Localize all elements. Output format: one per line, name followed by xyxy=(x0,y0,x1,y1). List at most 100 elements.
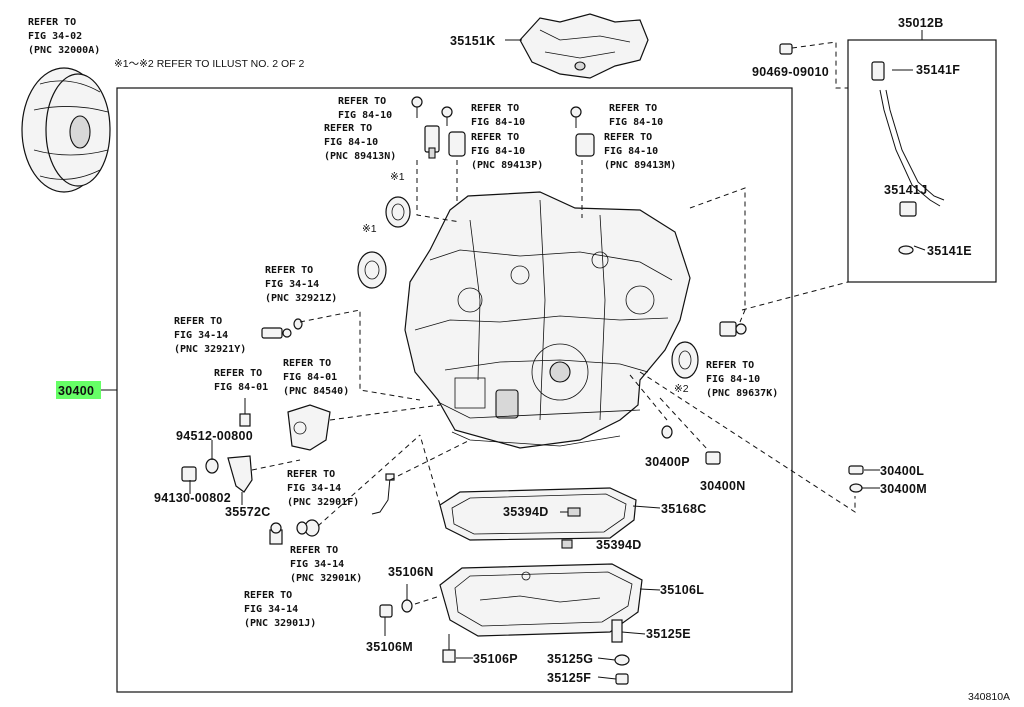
part-label-35141F[interactable]: 35141F xyxy=(916,63,960,77)
bolt-32901J-icon xyxy=(269,522,283,545)
part-label-35141J[interactable]: 35141J xyxy=(884,183,928,197)
diagram-id: 340810A xyxy=(968,691,1010,703)
svg-text:(PNC 32000A): (PNC 32000A) xyxy=(28,45,100,56)
plug-30400N-icon xyxy=(705,451,721,465)
part-label-30400N[interactable]: 30400N xyxy=(700,479,746,493)
part-label-35106L[interactable]: 35106L xyxy=(660,583,704,597)
nut-94130-icon xyxy=(181,466,197,482)
svg-text:FIG 34-02: FIG 34-02 xyxy=(28,31,82,42)
refer-block-1[interactable]: REFER TO FIG 34-02 (PNC 32000A) xyxy=(28,17,100,56)
part-label-94130-00802[interactable]: 94130-00802 xyxy=(154,491,231,505)
refer-block-3[interactable]: REFER TO FIG 84-10 (PNC 89413N) xyxy=(324,123,396,162)
svg-text:REFER TO: REFER TO xyxy=(265,265,313,276)
bolt-35125E-icon xyxy=(611,619,623,643)
part-label-35394D[interactable]: 35394D xyxy=(503,505,549,519)
refer-block-11[interactable]: REFER TO FIG 84-01 xyxy=(214,368,268,393)
svg-text:(PNC 32901K): (PNC 32901K) xyxy=(290,573,362,584)
speed-sensor-m-icon xyxy=(570,106,595,157)
part-label-35572C[interactable]: 35572C xyxy=(225,505,271,519)
union-32901K-icon xyxy=(296,519,320,537)
part-label-35125G[interactable]: 35125G xyxy=(547,652,593,666)
oil-seal-1a-icon xyxy=(385,196,411,228)
refer-block-12[interactable]: REFER TO FIG 84-10 (PNC 89637K) xyxy=(706,360,778,399)
o-ring-32921Z-icon xyxy=(293,318,303,330)
refer-block-7[interactable]: REFER TO FIG 84-10 (PNC 89413M) xyxy=(604,132,676,171)
mark-2: ※2 xyxy=(674,383,689,395)
part-label-30400L[interactable]: 30400L xyxy=(880,464,924,478)
part-label-30400[interactable]: 30400 xyxy=(58,384,94,398)
oil-pan-35106L-icon xyxy=(439,563,643,637)
refer-block-2[interactable]: REFER TO FIG 84-10 xyxy=(338,96,392,121)
part-label-35125F[interactable]: 35125F xyxy=(547,671,591,685)
svg-text:REFER TO: REFER TO xyxy=(471,132,519,143)
part-label-35106M[interactable]: 35106M xyxy=(366,640,413,654)
washer-94512-icon xyxy=(205,458,219,474)
svg-text:(PNC 89413M): (PNC 89413M) xyxy=(604,160,676,171)
svg-text:REFER TO: REFER TO xyxy=(244,590,292,601)
svg-text:REFER TO: REFER TO xyxy=(471,103,519,114)
part-label-35394D-b[interactable]: 35394D xyxy=(596,538,642,552)
torque-converter-icon xyxy=(21,67,111,193)
part-label-94512-00800[interactable]: 94512-00800 xyxy=(176,429,253,443)
svg-text:FIG 34-14: FIG 34-14 xyxy=(244,604,298,615)
refer-block-5[interactable]: REFER TO FIG 84-10 (PNC 89413P) xyxy=(471,132,543,171)
refer-block-10[interactable]: REFER TO FIG 84-01 (PNC 84540) xyxy=(283,358,349,397)
bolt-35106P-icon xyxy=(442,634,456,663)
mark-1-lower: ※1 xyxy=(362,223,377,235)
plug-32921Y-icon xyxy=(261,327,292,339)
svg-text:REFER TO: REFER TO xyxy=(604,132,652,143)
bolt-90469-icon xyxy=(779,43,793,55)
part-label-35151K[interactable]: 35151K xyxy=(450,34,496,48)
part-label-35106P[interactable]: 35106P xyxy=(473,652,518,666)
neutral-switch-icon xyxy=(287,404,331,451)
part-label-90469-09010[interactable]: 90469-09010 xyxy=(752,65,829,79)
insulator-35151K-icon xyxy=(519,13,649,79)
svg-text:FIG 84-10: FIG 84-10 xyxy=(338,110,392,121)
magnet-35394D-icon xyxy=(567,507,581,517)
part-label-35106N[interactable]: 35106N xyxy=(388,565,434,579)
refer-block-4[interactable]: REFER TO FIG 84-10 xyxy=(471,103,525,128)
refer-block-8[interactable]: REFER TO FIG 34-14 (PNC 32921Z) xyxy=(265,265,337,304)
gasket-30400M-icon xyxy=(849,483,863,493)
svg-text:FIG 84-10: FIG 84-10 xyxy=(471,117,525,128)
svg-text:REFER TO: REFER TO xyxy=(28,17,76,28)
svg-text:FIG 84-10: FIG 84-10 xyxy=(609,117,663,128)
svg-text:REFER TO: REFER TO xyxy=(283,358,331,369)
svg-text:REFER TO: REFER TO xyxy=(214,368,262,379)
mark-1-upper: ※1 xyxy=(390,171,405,183)
svg-text:(PNC 32921Z): (PNC 32921Z) xyxy=(265,293,337,304)
svg-text:REFER TO: REFER TO xyxy=(609,103,657,114)
plug-35106M-icon xyxy=(379,604,393,618)
refer-block-13[interactable]: REFER TO FIG 34-14 (PNC 32901F) xyxy=(287,469,359,508)
svg-text:(PNC 84540): (PNC 84540) xyxy=(283,386,349,397)
svg-text:REFER TO: REFER TO xyxy=(324,123,372,134)
part-label-30400M[interactable]: 30400M xyxy=(880,482,927,496)
svg-text:(PNC 89637K): (PNC 89637K) xyxy=(706,388,778,399)
part-label-35125E[interactable]: 35125E xyxy=(646,627,691,641)
part-label-35141E[interactable]: 35141E xyxy=(927,244,972,258)
dipstick-tube-icon xyxy=(871,61,945,255)
highlight-30400 xyxy=(56,381,101,399)
svg-text:(PNC 89413N): (PNC 89413N) xyxy=(324,151,396,162)
gasket-35125G-icon xyxy=(614,654,630,666)
transaxle-housing-icon xyxy=(404,191,691,449)
oil-seal-1b-icon xyxy=(357,251,387,289)
svg-text:(PNC 32901F): (PNC 32901F) xyxy=(287,497,359,508)
svg-text:FIG 84-10: FIG 84-10 xyxy=(471,146,525,157)
svg-text:REFER TO: REFER TO xyxy=(287,469,335,480)
refer-block-15[interactable]: REFER TO FIG 34-14 (PNC 32901J) xyxy=(244,590,316,629)
svg-text:FIG 84-10: FIG 84-10 xyxy=(706,374,760,385)
part-label-35012B[interactable]: 35012B xyxy=(898,16,944,30)
plug-30400L-icon xyxy=(848,465,864,475)
svg-text:(PNC 32901J): (PNC 32901J) xyxy=(244,618,316,629)
refer-block-14[interactable]: REFER TO FIG 34-14 (PNC 32901K) xyxy=(290,545,362,584)
part-label-30400P[interactable]: 30400P xyxy=(645,455,690,469)
part-label-35168C[interactable]: 35168C xyxy=(661,502,707,516)
refer-block-6[interactable]: REFER TO FIG 84-10 xyxy=(609,103,663,128)
refer-block-9[interactable]: REFER TO FIG 34-14 (PNC 32921Y) xyxy=(174,316,246,355)
svg-text:(PNC 89413P): (PNC 89413P) xyxy=(471,160,543,171)
svg-text:FIG 34-14: FIG 34-14 xyxy=(290,559,344,570)
svg-text:FIG 34-14: FIG 34-14 xyxy=(265,279,319,290)
magnet-35394D-b-icon xyxy=(561,539,573,549)
svg-text:FIG 84-01: FIG 84-01 xyxy=(214,382,268,393)
